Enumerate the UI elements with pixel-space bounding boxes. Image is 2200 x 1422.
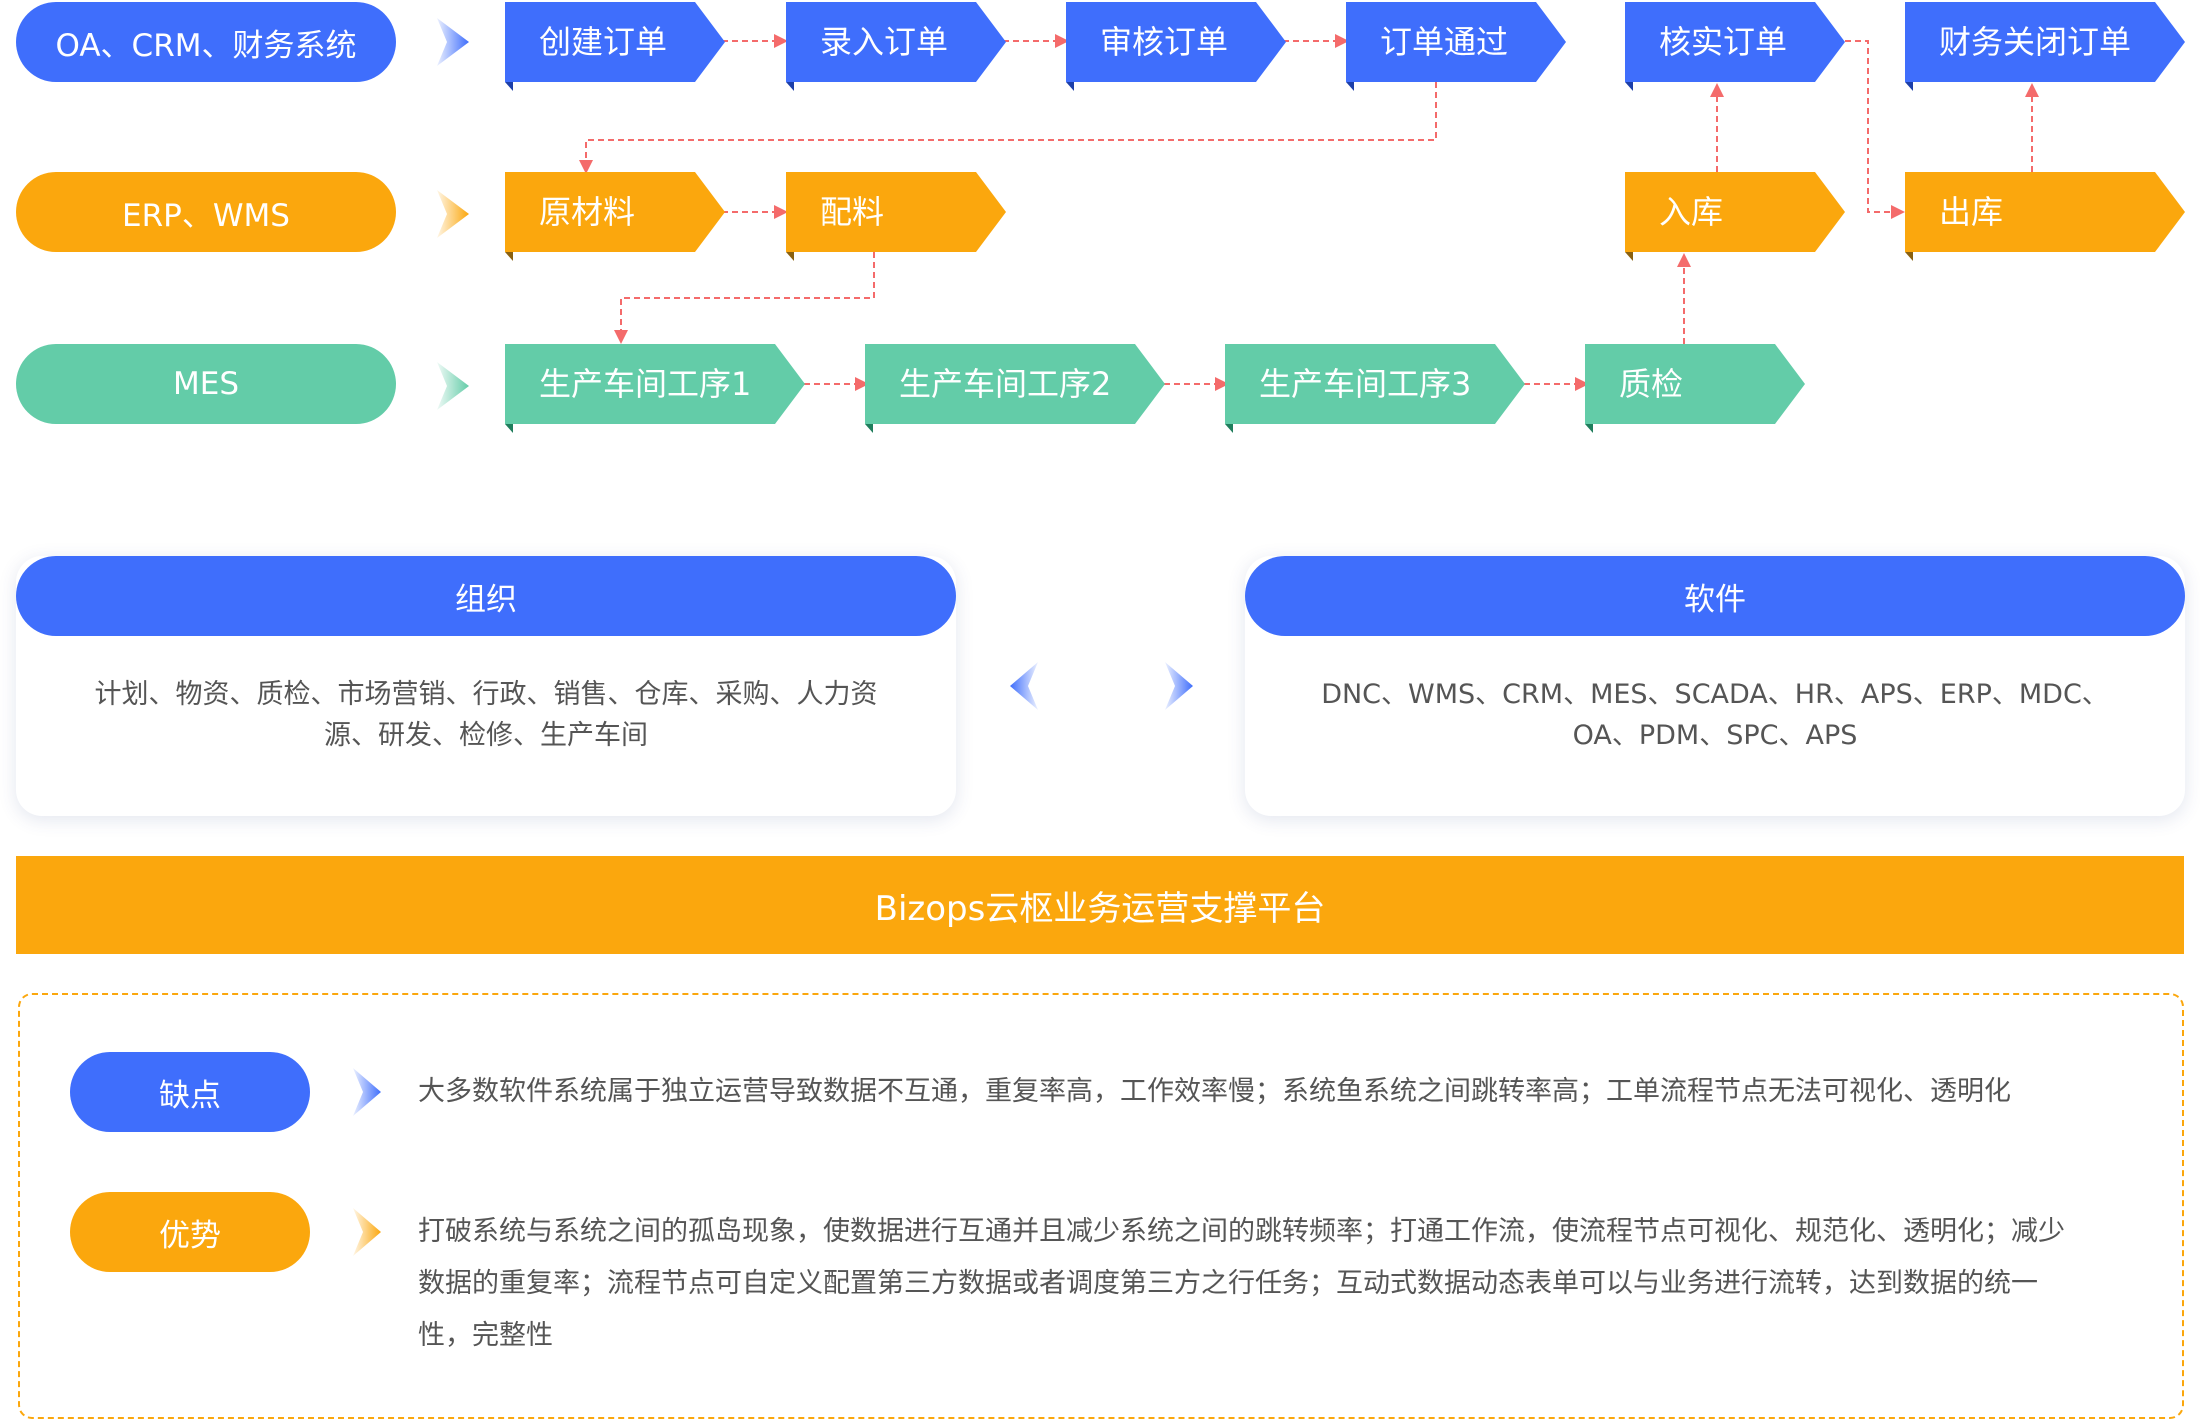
organization-card: 组织 计划、物资、质检、市场营销、行政、销售、仓库、采购、人力资 源、研发、检修… <box>16 556 956 816</box>
step-label: 生产车间工序1 <box>539 365 752 403</box>
software-card: 软件 DNC、WMS、CRM、MES、SCADA、HR、APS、ERP、MDC、… <box>1245 556 2185 816</box>
step-label: 订单通过 <box>1380 23 1509 61</box>
lane-chevron-icon <box>437 362 469 410</box>
disadvantages-text: 大多数软件系统属于独立运营导致数据不互通，重复率高，工作效率慢；系统鱼系统之间跳… <box>418 1076 2011 1107</box>
lane-chevron-icon <box>437 18 469 66</box>
software-list: DNC、WMS、CRM、MES、SCADA、HR、APS、ERP、MDC、 OA… <box>1295 674 2135 756</box>
lane-label-oa-crm-finance: OA、CRM、财务系统 <box>16 2 396 82</box>
step-label: 出库 <box>1939 193 2004 231</box>
organization-line: 源、研发、检修、生产车间 <box>324 720 648 751</box>
advantages-line: 性，完整性 <box>418 1320 553 1351</box>
step-quality-inspection: 质检 <box>1585 344 1805 433</box>
chevron-left-icon <box>1010 662 1038 710</box>
step-verify-order: 核实订单 <box>1625 2 1845 91</box>
disadvantages-label: 缺点 <box>70 1052 310 1132</box>
software-title: 软件 <box>1245 556 2185 636</box>
advantages-line: 数据的重复率；流程节点可自定义配置第三方数据或者调度第三方之行任务；互动式数据动… <box>418 1268 2038 1299</box>
step-create-order: 创建订单 <box>505 2 725 91</box>
step-label: 原材料 <box>539 193 636 231</box>
chevron-right-icon <box>353 1208 381 1256</box>
step-raw-material: 原材料 <box>505 172 725 261</box>
step-label: 入库 <box>1659 193 1724 231</box>
software-line: OA、PDM、SPC、APS <box>1572 720 1858 751</box>
lane-chevron-icon <box>437 190 469 238</box>
organization-title: 组织 <box>16 556 956 636</box>
chevron-right-icon <box>1165 662 1193 710</box>
organization-list: 计划、物资、质检、市场营销、行政、销售、仓库、采购、人力资 源、研发、检修、生产… <box>66 674 906 756</box>
step-label: 录入订单 <box>820 23 949 61</box>
chevron-right-icon <box>353 1068 381 1116</box>
step-review-order: 审核订单 <box>1066 2 1286 91</box>
step-workshop-process-1: 生产车间工序1 <box>505 344 805 433</box>
step-workshop-process-2: 生产车间工序2 <box>865 344 1165 433</box>
step-label: 创建订单 <box>539 23 668 61</box>
step-workshop-process-3: 生产车间工序3 <box>1225 344 1525 433</box>
step-order-approved: 订单通过 <box>1346 2 1566 91</box>
step-label: 核实订单 <box>1659 23 1788 61</box>
step-label: 质检 <box>1619 365 1684 403</box>
advantages-line: 打破系统与系统之间的孤岛现象，使数据进行互通并且减少系统之间的跳转频率；打通工作… <box>418 1216 2065 1247</box>
step-label: 生产车间工序3 <box>1259 365 1472 403</box>
software-line: DNC、WMS、CRM、MES、SCADA、HR、APS、ERP、MDC、 <box>1321 679 2109 710</box>
comparison-box <box>18 993 2184 1419</box>
advantages-label: 优势 <box>70 1192 310 1272</box>
platform-bar: Bizops云枢业务运营支撑平台 <box>16 856 2184 954</box>
step-finance-close-order: 财务关闭订单 <box>1905 2 2185 91</box>
organization-line: 计划、物资、质检、市场营销、行政、销售、仓库、采购、人力资 <box>94 679 878 710</box>
lane-label-mes: MES <box>16 344 396 424</box>
step-label: 财务关闭订单 <box>1939 23 2132 61</box>
step-warehouse-in: 入库 <box>1625 172 1845 261</box>
step-batching: 配料 <box>786 172 1006 261</box>
step-label: 审核订单 <box>1100 23 1229 61</box>
step-label: 配料 <box>820 193 885 231</box>
step-label: 生产车间工序2 <box>899 365 1112 403</box>
step-enter-order: 录入订单 <box>786 2 1006 91</box>
step-warehouse-out: 出库 <box>1905 172 2185 261</box>
lane-label-erp-wms: ERP、WMS <box>16 172 396 252</box>
advantages-text: 打破系统与系统之间的孤岛现象，使数据进行互通并且减少系统之间的跳转频率；打通工作… <box>418 1206 2138 1362</box>
